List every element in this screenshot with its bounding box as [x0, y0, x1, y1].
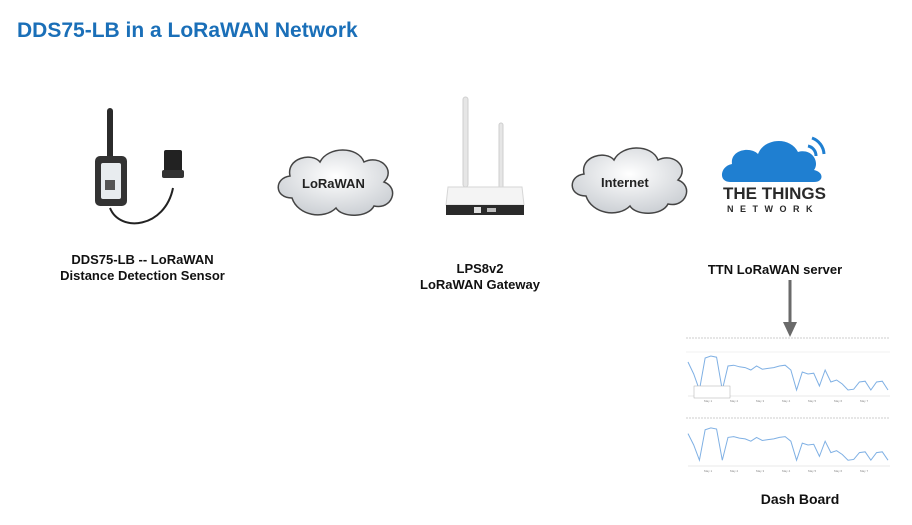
ttn-logo-text: THE THINGS — [723, 184, 826, 203]
ttn-server-label: TTN LoRaWAN server — [707, 262, 843, 277]
gateway-device-image — [445, 96, 525, 215]
dashboard-tick-label: May 1 — [704, 469, 713, 473]
dashboard-tick-label: May 2 — [730, 469, 739, 473]
down-arrow-icon — [783, 280, 797, 337]
dashboard-tick-label: May 7 — [860, 399, 869, 403]
dashboard-charts: May 1 May 2 May 3 May 4 May 5 May 6 May 7 May … — [686, 337, 890, 473]
page-title: DDS75-LB in a LoRaWAN Network — [17, 19, 358, 42]
chart1-tooltip — [693, 385, 731, 399]
chart1-line — [687, 355, 889, 392]
dashboard-tick-label: May 3 — [756, 399, 765, 403]
gateway-antenna-right — [498, 122, 504, 190]
dashboard-tick-label: May 7 — [860, 469, 869, 473]
lorawan-cloud-icon — [277, 149, 394, 216]
chart2-line — [687, 427, 889, 463]
lorawan-cloud-label: LoRaWAN — [302, 176, 365, 191]
gateway-front-panel — [446, 205, 524, 215]
gateway-usb-port — [487, 208, 496, 212]
sensor-device-image — [95, 108, 184, 225]
sensor-label-line1: DDS75-LB -- LoRaWAN — [71, 252, 214, 267]
gateway-ethernet-port — [474, 207, 481, 213]
gateway-antenna-left — [462, 96, 469, 188]
ultrasonic-probe-nut — [162, 170, 184, 178]
sensor-antenna — [107, 108, 113, 160]
dashboard-tick-label: May 6 — [834, 399, 843, 403]
ultrasonic-probe — [164, 150, 182, 172]
dashboard-tick-label: May 4 — [782, 469, 791, 473]
dashboard-tick-label: May 1 — [704, 399, 713, 403]
ttn-cloud-logo-icon — [721, 136, 826, 182]
internet-cloud-icon — [571, 147, 688, 214]
ttn-logo-subtext: N E T W O R K — [727, 204, 815, 214]
dashboard-tick-label: May 6 — [834, 469, 843, 473]
gateway-label-line1: LPS8v2 — [456, 261, 504, 276]
gateway-body — [445, 186, 525, 206]
sensor-label: DDS75-LB -- LoRaWAN Distance Detection S… — [40, 252, 245, 284]
sensor-qr-code — [105, 180, 115, 190]
dashboard-tick-label: May 5 — [808, 469, 817, 473]
dashboard-tick-label: May 2 — [730, 399, 739, 403]
dashboard-tick-label: May 4 — [782, 399, 791, 403]
sensor-label-line2: Distance Detection Sensor — [60, 268, 225, 283]
internet-cloud-label: Internet — [601, 175, 649, 190]
gateway-label: LPS8v2 LoRaWAN Gateway — [395, 261, 565, 293]
sensor-cable — [109, 187, 174, 225]
dashboard-tick-label: May 3 — [756, 469, 765, 473]
dashboard-label: Dash Board — [760, 491, 840, 507]
dashboard-tick-label: May 5 — [808, 399, 817, 403]
gateway-label-line2: LoRaWAN Gateway — [420, 277, 540, 292]
